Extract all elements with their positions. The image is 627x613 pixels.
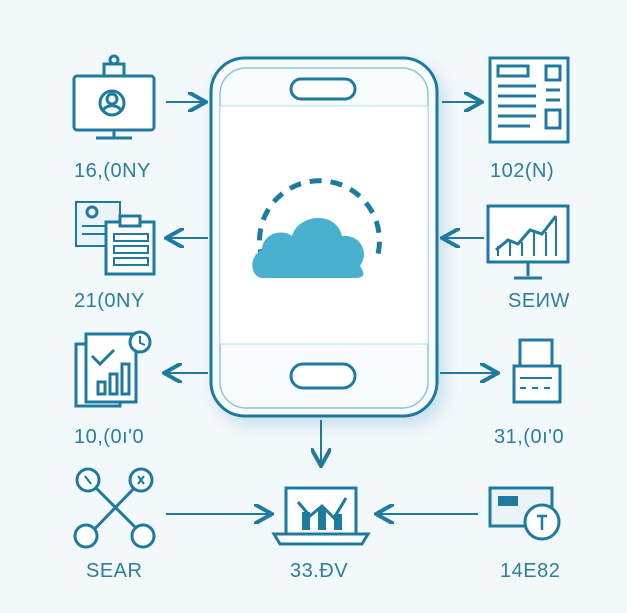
cloud-icon — [252, 178, 382, 278]
label-printer: 31,(0ı'0 — [494, 426, 565, 448]
label-report: 10,(0ı'0 — [74, 426, 145, 448]
label-network: SEAR — [86, 560, 143, 582]
connector-arrows — [166, 102, 496, 514]
checklist-icon — [75, 201, 156, 276]
report-icon — [74, 330, 152, 408]
home-button — [289, 362, 357, 390]
label-checklist: 21(0NY — [74, 290, 145, 312]
chart-monitor-icon — [486, 204, 570, 280]
earpiece — [289, 77, 357, 101]
network-icon — [73, 467, 156, 549]
printer-icon — [512, 338, 562, 404]
laptop-chart-icon — [271, 486, 371, 546]
label-monitor-support: 16,(0NY — [74, 160, 151, 182]
label-chart-monitor: SEИW — [508, 290, 570, 312]
label-calendar-clock: 14E82 — [500, 560, 561, 582]
calendar-clock-icon — [488, 486, 561, 541]
label-laptop-chart: 33.ÐV — [290, 560, 349, 582]
document-icon — [488, 56, 570, 144]
label-document: 102(N) — [490, 160, 555, 182]
monitor-support-icon — [72, 54, 156, 140]
